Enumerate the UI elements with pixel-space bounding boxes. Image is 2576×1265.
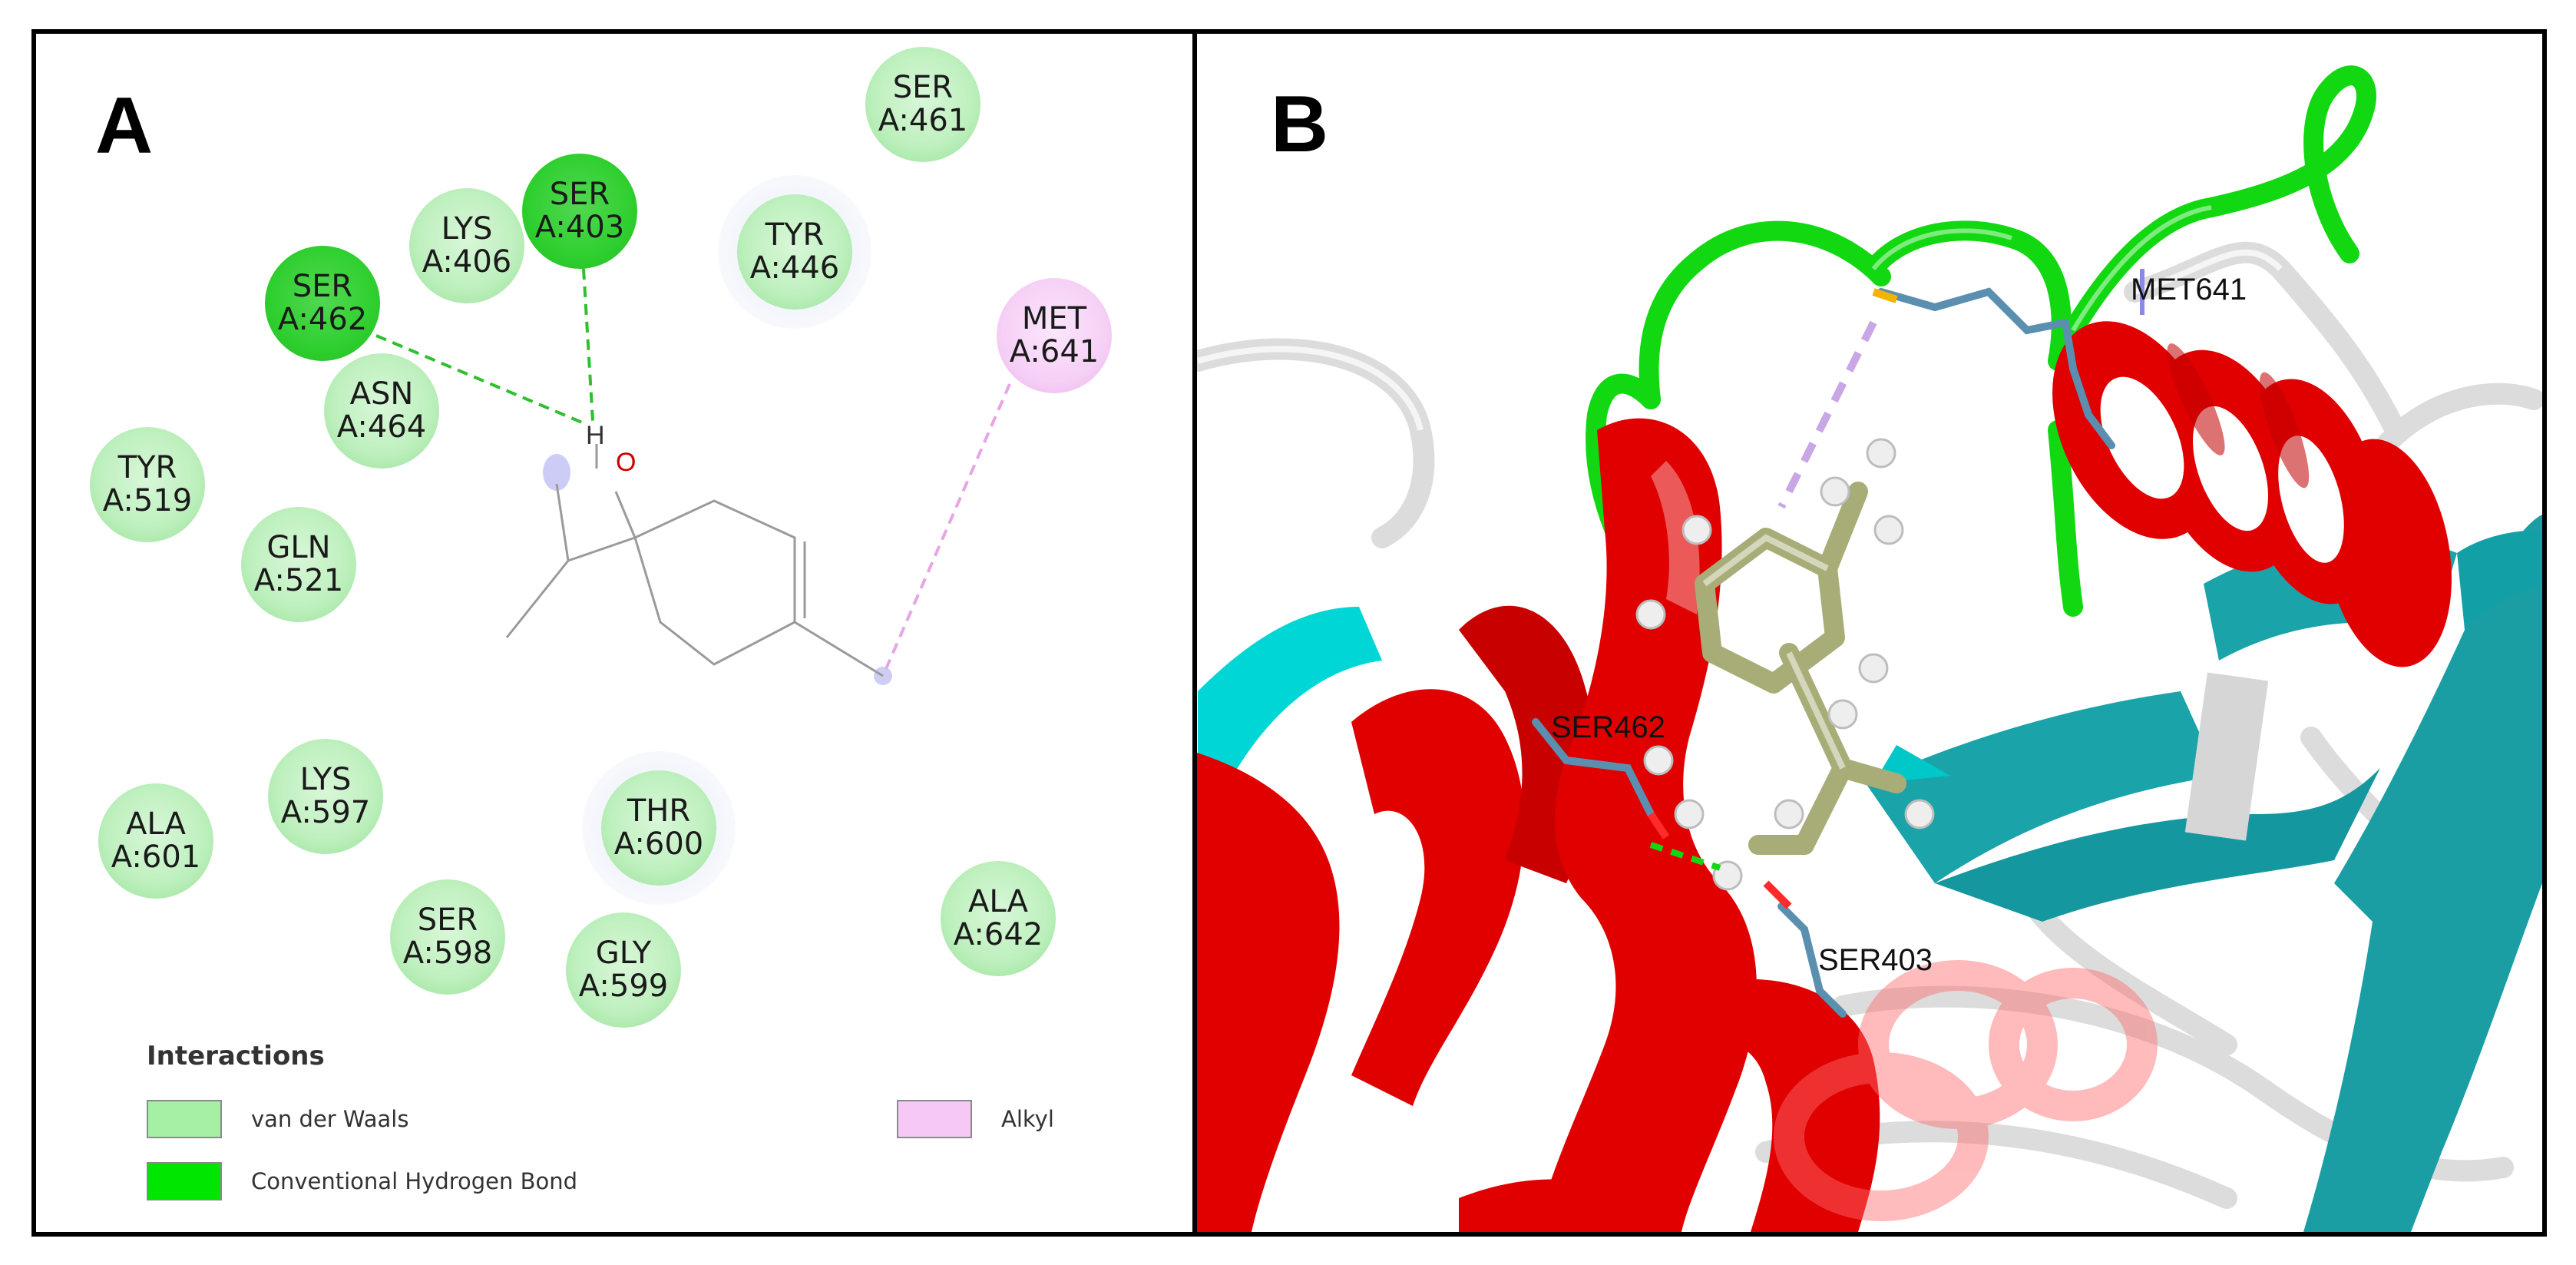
label-ser403: SER403 [1818, 943, 1933, 977]
legend-item-hydrogen-bond: Conventional Hydrogen Bond [147, 1162, 577, 1200]
legend-item-van-der-waals: van der Waals [147, 1100, 408, 1138]
legend-title: Interactions [147, 1041, 325, 1071]
ligand-atom-glow [543, 454, 570, 491]
label-ser462: SER462 [1551, 710, 1665, 744]
hbond-line-ser462 [375, 334, 588, 426]
legend-swatch-alkyl [897, 1100, 972, 1138]
legend-item-alkyl: Alkyl [897, 1100, 1054, 1138]
legend-swatch-hbond [147, 1162, 222, 1200]
hbond-line-ser403 [582, 268, 594, 422]
alkyl-interaction-3d [1777, 320, 1877, 509]
hydrogen-atom-label: H [586, 421, 605, 450]
oxygen-atom-label: O [616, 448, 637, 477]
legend-swatch-vdw [147, 1100, 222, 1138]
alkyl-line-met641 [881, 383, 1011, 677]
ligand-structure [375, 268, 1011, 685]
hbond-interaction-3d [1649, 842, 1721, 871]
panel-a-letter: A [95, 81, 154, 171]
label-met641: MET641 [2131, 273, 2247, 306]
panel-b-letter: B [1271, 80, 1329, 169]
